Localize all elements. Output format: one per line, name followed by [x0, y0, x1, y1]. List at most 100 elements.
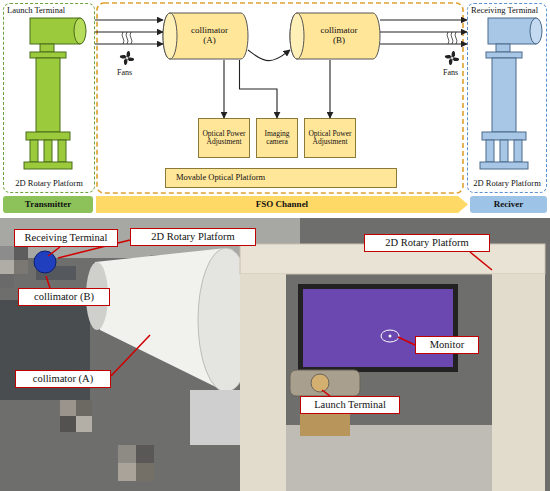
photo-gantry-post: [240, 274, 286, 491]
node-text: collimator (B): [34, 291, 94, 303]
platform-leg: [514, 140, 522, 162]
collimator: collimator (A): [163, 12, 248, 60]
channel-frame: [97, 3, 463, 193]
leader-line: [398, 337, 415, 345]
photo-screen: [303, 289, 453, 367]
fan-blades: [120, 51, 134, 65]
callout-box: Monitor: [415, 336, 479, 354]
callout-box: 2D Rotary Platform: [130, 228, 256, 246]
connector-arrow: [380, 31, 467, 32]
fan-blades: [445, 51, 459, 65]
node-text: Receiving Terminal: [471, 6, 538, 15]
mosaic-tile: [0, 246, 14, 260]
telescope-neck: [496, 44, 510, 52]
channel-arrow: FSO Channel: [96, 196, 468, 213]
callout-box: Launch Terminal: [300, 396, 400, 414]
fan-label: Fans: [117, 68, 132, 77]
leader-line: [46, 276, 50, 288]
telescope-tube: [488, 18, 536, 44]
connector-arrow: [223, 60, 224, 118]
lab-photo: [0, 218, 550, 491]
fan-hub: [126, 57, 129, 60]
telescope-end: [74, 18, 86, 44]
process-box: Optical Power Adjustment: [198, 118, 250, 158]
connector-arrow: [380, 43, 467, 44]
connector-arrow: [248, 50, 290, 61]
terminal-box: Launch Terminal2D Rotary Platform: [3, 3, 95, 193]
node-text: collimator (A): [178, 26, 234, 46]
fan-icon: [445, 32, 459, 65]
stage-band: Reciver: [470, 196, 547, 213]
leader-line: [111, 335, 150, 376]
node-text: Optical Power Adjustment: [305, 130, 355, 147]
connector-arrow: [329, 60, 330, 118]
mosaic-tile: [76, 400, 92, 416]
photo-mount: [190, 390, 240, 445]
mosaic-tile: [60, 400, 76, 416]
cylinder-body: [290, 13, 380, 59]
leader-line: [470, 252, 492, 270]
photo-monitor: [298, 284, 458, 372]
collimator: collimator (B): [290, 12, 380, 60]
arrow-body: [96, 196, 468, 213]
node-text: Movable Optical Platform: [176, 173, 265, 182]
cylinder-body: [163, 13, 248, 59]
photo-launch-lens: [311, 374, 329, 392]
fan-label: Fans: [443, 68, 458, 77]
platform-leg: [30, 140, 38, 162]
node-text: FSO Channel: [256, 200, 308, 210]
node-text: Receiving Terminal: [25, 232, 108, 244]
photo-launch-device: [290, 370, 360, 396]
node-text: 2D Rotary Platform: [385, 237, 468, 249]
platform-leg: [500, 140, 508, 162]
node-text: Imaging camera: [257, 130, 297, 147]
stage-band: Transmitter: [3, 196, 93, 213]
process-box: Imaging camera: [256, 118, 298, 158]
photo-beam-center: [389, 335, 392, 338]
air-flow: [122, 32, 132, 44]
node-text: 2D Rotary Platform: [15, 179, 83, 188]
mosaic-tile: [136, 445, 154, 463]
node-text: Transmitter: [25, 200, 71, 210]
platform-leg: [44, 140, 52, 162]
mosaic-tile: [136, 463, 154, 481]
mosaic-tile: [14, 260, 28, 274]
platform-top: [26, 132, 70, 140]
mosaic-tile: [118, 463, 136, 481]
connector-arrow: [95, 43, 163, 44]
callout-box: 2D Rotary Platform: [364, 234, 490, 252]
node-text: Reciver: [494, 200, 523, 210]
node-text: 2D Rotary Platform: [151, 231, 234, 243]
air-flow: [447, 32, 457, 44]
telescope-tube: [30, 18, 80, 44]
connector-arrow: [95, 31, 163, 32]
telescope-column: [492, 58, 516, 132]
node-text: 2D Rotary Platform: [473, 179, 541, 188]
mosaic-tile: [14, 246, 28, 260]
node-text: collimator (B): [307, 26, 363, 46]
node-text: Monitor: [430, 339, 464, 351]
fan-hub: [451, 57, 454, 60]
photo-background: [0, 218, 550, 491]
platform-base: [480, 162, 528, 169]
mosaic-tile: [60, 416, 76, 432]
platform-base: [24, 162, 72, 169]
callout-box: collimator (B): [18, 288, 110, 306]
leader-lines: [46, 240, 492, 396]
telescope-yoke: [30, 52, 66, 58]
callout-box: collimator (A): [15, 370, 111, 388]
telescope-yoke: [486, 52, 522, 58]
mosaic-tile: [0, 260, 14, 274]
telescope-column: [36, 58, 60, 132]
mosaic-tile: [118, 445, 136, 463]
telescope-neck: [40, 44, 54, 52]
telescope-end: [530, 18, 542, 44]
callout-box: Receiving Terminal: [14, 229, 118, 247]
launch-telescope: [24, 18, 86, 169]
platform-leg: [486, 140, 494, 162]
connector-arrow: [240, 60, 278, 118]
platform-top: [482, 132, 526, 140]
node-text: collimator (A): [33, 373, 93, 385]
photo-gantry-post: [492, 274, 545, 491]
mosaic-tile: [76, 416, 92, 432]
